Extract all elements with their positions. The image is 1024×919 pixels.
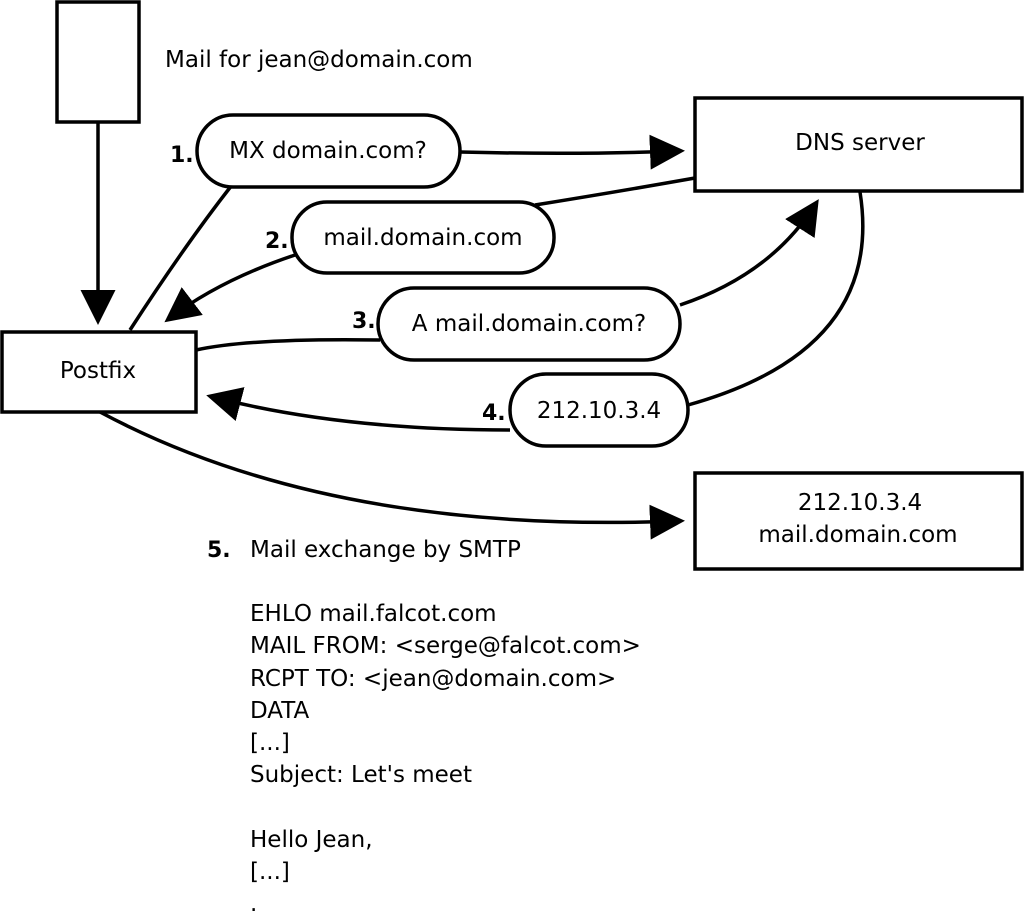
step1-text: MX domain.com?	[229, 138, 427, 164]
edge-postfix-to-mail-server	[99, 410, 685, 540]
dns-server-box	[693, 96, 1024, 193]
smtp-line: [...]	[250, 730, 290, 756]
postfix-box	[0, 330, 198, 414]
step3-text: A mail.domain.com?	[412, 311, 646, 337]
step3-number: 3.	[352, 309, 376, 334]
step5-text: Mail exchange by SMTP	[250, 537, 521, 563]
step3-pill	[376, 286, 682, 362]
smtp-line: [...]	[250, 859, 290, 885]
step5-number: 5.	[207, 538, 231, 563]
step2-pill	[290, 200, 556, 275]
step1-number: 1.	[170, 143, 194, 168]
edge-postfix-to-a-query	[195, 337, 381, 352]
smtp-line: MAIL FROM: <serge@falcot.com>	[250, 633, 641, 659]
dns-server-label: DNS server	[795, 130, 925, 156]
edge-a-answer-to-postfix	[206, 387, 511, 432]
smtp-line: DATA	[250, 698, 310, 724]
step2-text: mail.domain.com	[323, 225, 522, 251]
smtp-line: RCPT TO: <jean@domain.com>	[250, 666, 616, 692]
step4-pill	[508, 372, 690, 448]
mail-label: Mail for jean@domain.com	[165, 47, 473, 73]
step1-pill	[195, 113, 462, 189]
step4-number: 4.	[482, 401, 506, 426]
step2-number: 2.	[265, 229, 289, 254]
smtp-line: Hello Jean,	[250, 827, 373, 853]
edge-a-query-to-dns	[679, 199, 819, 307]
mail-server-box	[693, 471, 1024, 571]
mail-document-box	[55, 0, 141, 124]
step4-text: 212.10.3.4	[537, 398, 661, 424]
edge-mx-answer-to-postfix	[164, 253, 296, 323]
edge-dns-to-mx-answer	[534, 176, 696, 207]
smtp-line: .	[250, 891, 257, 917]
smtp-transcript: EHLO mail.falcot.com MAIL FROM: <serge@f…	[250, 601, 641, 917]
smtp-line: Subject: Let's meet	[250, 762, 472, 788]
mail-server-host: mail.domain.com	[758, 522, 957, 548]
mail-server-ip: 212.10.3.4	[798, 490, 922, 516]
edge-mx-query-to-dns	[459, 134, 685, 170]
edge-postfix-to-mx-query	[128, 183, 234, 331]
edge-dns-to-a-answer	[687, 191, 865, 407]
postfix-label: Postfix	[60, 358, 136, 384]
smtp-line: EHLO mail.falcot.com	[250, 601, 497, 627]
